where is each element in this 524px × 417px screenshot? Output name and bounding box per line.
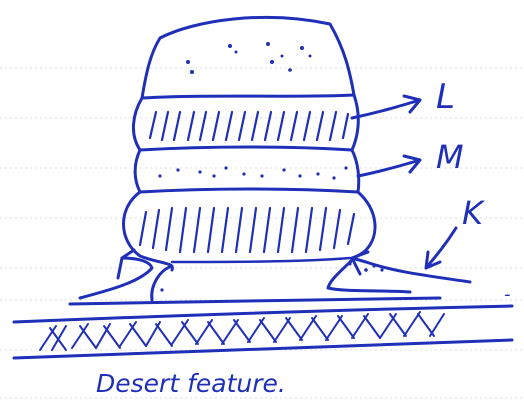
cap-rock <box>142 17 354 98</box>
label-m: M <box>436 138 464 176</box>
arrow-m <box>358 156 420 176</box>
lower-band-base <box>172 258 350 262</box>
label-l: L <box>436 77 455 117</box>
ground-bottom-line <box>14 340 512 358</box>
stray-mark: - <box>504 284 511 305</box>
upper-band <box>133 95 358 150</box>
pedestal-left <box>152 266 172 300</box>
upper-band-hatching <box>150 112 348 140</box>
middle-band <box>135 150 359 192</box>
ground-surface <box>70 298 440 304</box>
arrow-l <box>352 96 420 118</box>
caption: Desert feature. <box>96 369 286 398</box>
pedestal-right <box>328 262 410 292</box>
label-k: K <box>462 194 486 232</box>
cap-rock-speckles <box>186 42 312 74</box>
arrow-k <box>426 228 456 268</box>
wind-arrow-right <box>352 252 470 282</box>
lower-band-hatching <box>140 208 354 252</box>
